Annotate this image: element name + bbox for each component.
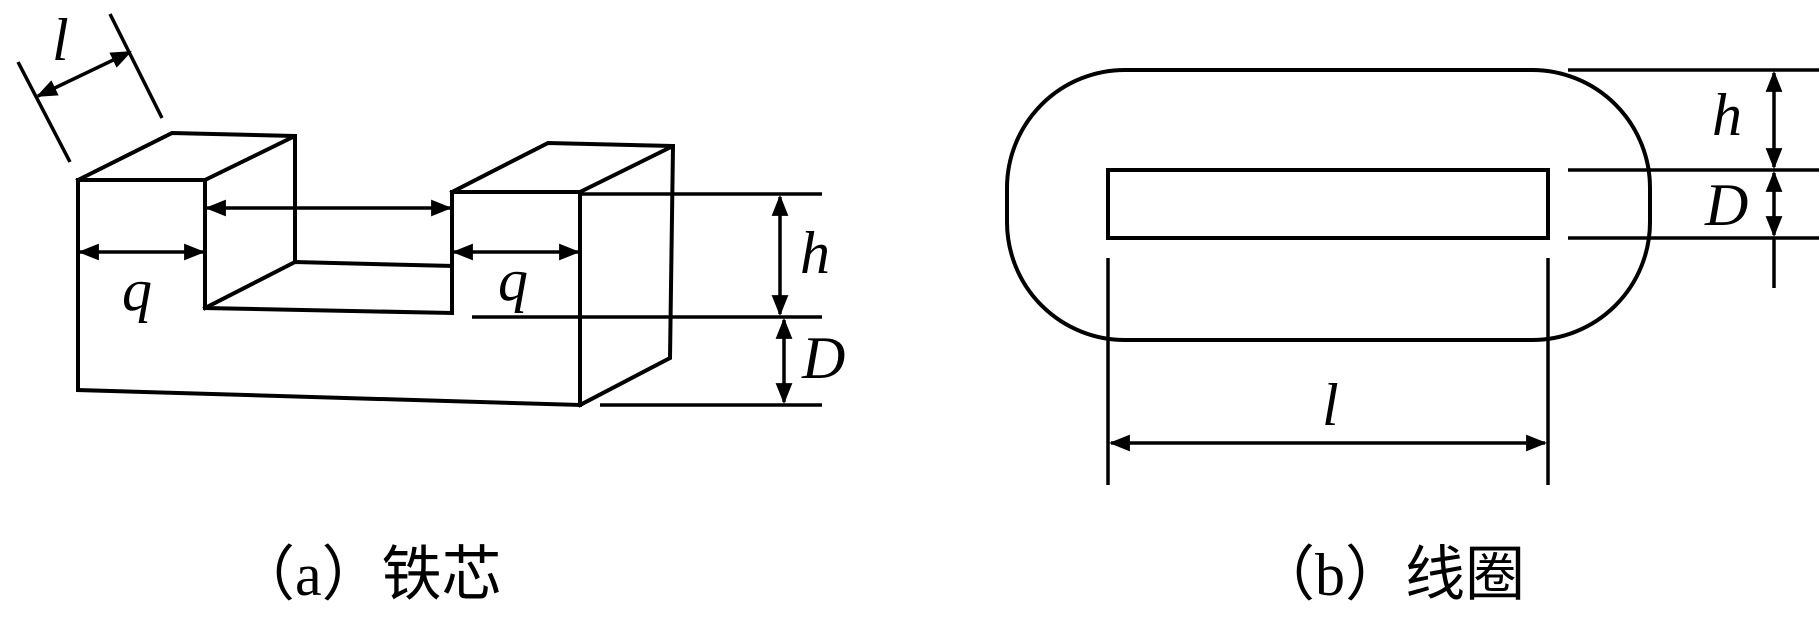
dim-l-arrow — [36, 50, 132, 98]
core-right-side — [577, 143, 676, 408]
core-slot-bottom — [202, 259, 455, 311]
label-q-left: q — [122, 257, 152, 323]
core-right-top — [449, 140, 674, 195]
iron-core-figure: l q q h D （a）铁芯 — [16, 7, 845, 608]
label-D-core: D — [801, 325, 845, 391]
core-left-top — [75, 130, 296, 183]
coil-figure: h D l （b）线圈 — [1005, 68, 1819, 608]
coil-inner-window — [1106, 168, 1550, 240]
label-h-coil: h — [1712, 82, 1742, 148]
label-l-core: l — [52, 7, 69, 73]
caption-a: （a）铁芯 — [235, 542, 502, 608]
dim-l-ext-2 — [108, 13, 164, 119]
caption-b: （b）线圈 — [1255, 542, 1525, 608]
coil-outer-outline — [1005, 68, 1652, 342]
label-h-core: h — [800, 220, 830, 286]
label-q-right: q — [498, 247, 528, 313]
label-D-coil: D — [1704, 172, 1748, 238]
label-l-coil: l — [1322, 372, 1339, 438]
dim-l-ext-1 — [16, 61, 72, 163]
